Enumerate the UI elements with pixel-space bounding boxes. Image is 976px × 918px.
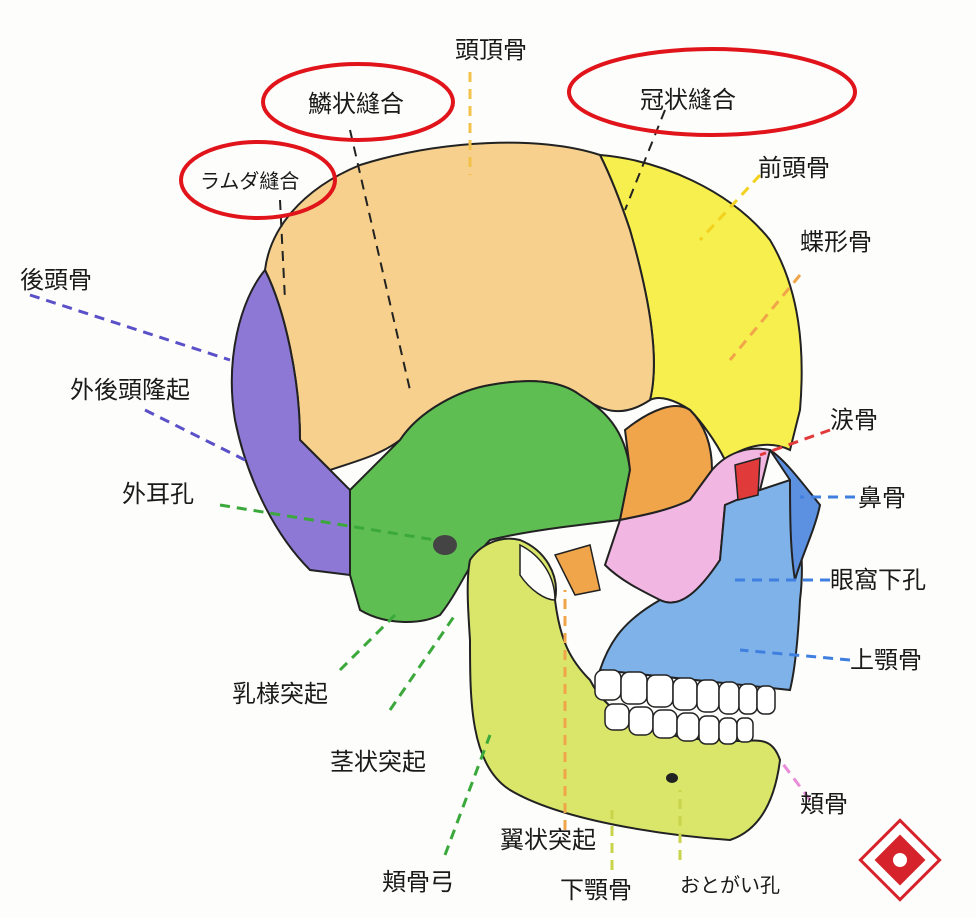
label-styloid: 茎状突起 — [330, 748, 426, 776]
label-mental-foramen: おとがい孔 — [680, 873, 780, 897]
external-ear-canal — [433, 535, 457, 555]
lacrimal-bone — [735, 458, 760, 500]
label-squamous-suture: 鱗状縫合 — [308, 90, 404, 118]
sphenoid-lower — [555, 545, 600, 595]
label-frontal: 前頭骨 — [758, 154, 830, 182]
label-maxilla: 上顎骨 — [850, 646, 922, 674]
label-sphenoid: 蝶形骨 — [800, 228, 872, 256]
label-mandible: 下顎骨 — [560, 876, 632, 904]
label-zygomatic-arch: 頬骨弓 — [382, 868, 454, 896]
seal-logo — [860, 820, 939, 899]
label-ext-occipital-protuberance: 外後頭隆起 — [70, 376, 190, 404]
label-infraorbital-foramen: 眼窩下孔 — [830, 566, 926, 594]
label-coronal-suture: 冠状縫合 — [640, 86, 736, 114]
label-nasal: 鼻骨 — [858, 484, 906, 512]
label-lambda-suture: ラムダ縫合 — [200, 169, 299, 193]
label-mastoid: 乳様突起 — [232, 680, 328, 708]
label-lacrimal: 涙骨 — [830, 406, 878, 434]
label-external-ear: 外耳孔 — [122, 480, 194, 508]
label-occipital: 後頭骨 — [20, 266, 92, 294]
label-pterygoid: 翼状突起 — [500, 826, 596, 854]
mental-foramen — [666, 773, 678, 783]
label-parietal: 頭頂骨 — [455, 36, 527, 64]
label-zygomatic: 頬骨 — [800, 790, 848, 818]
